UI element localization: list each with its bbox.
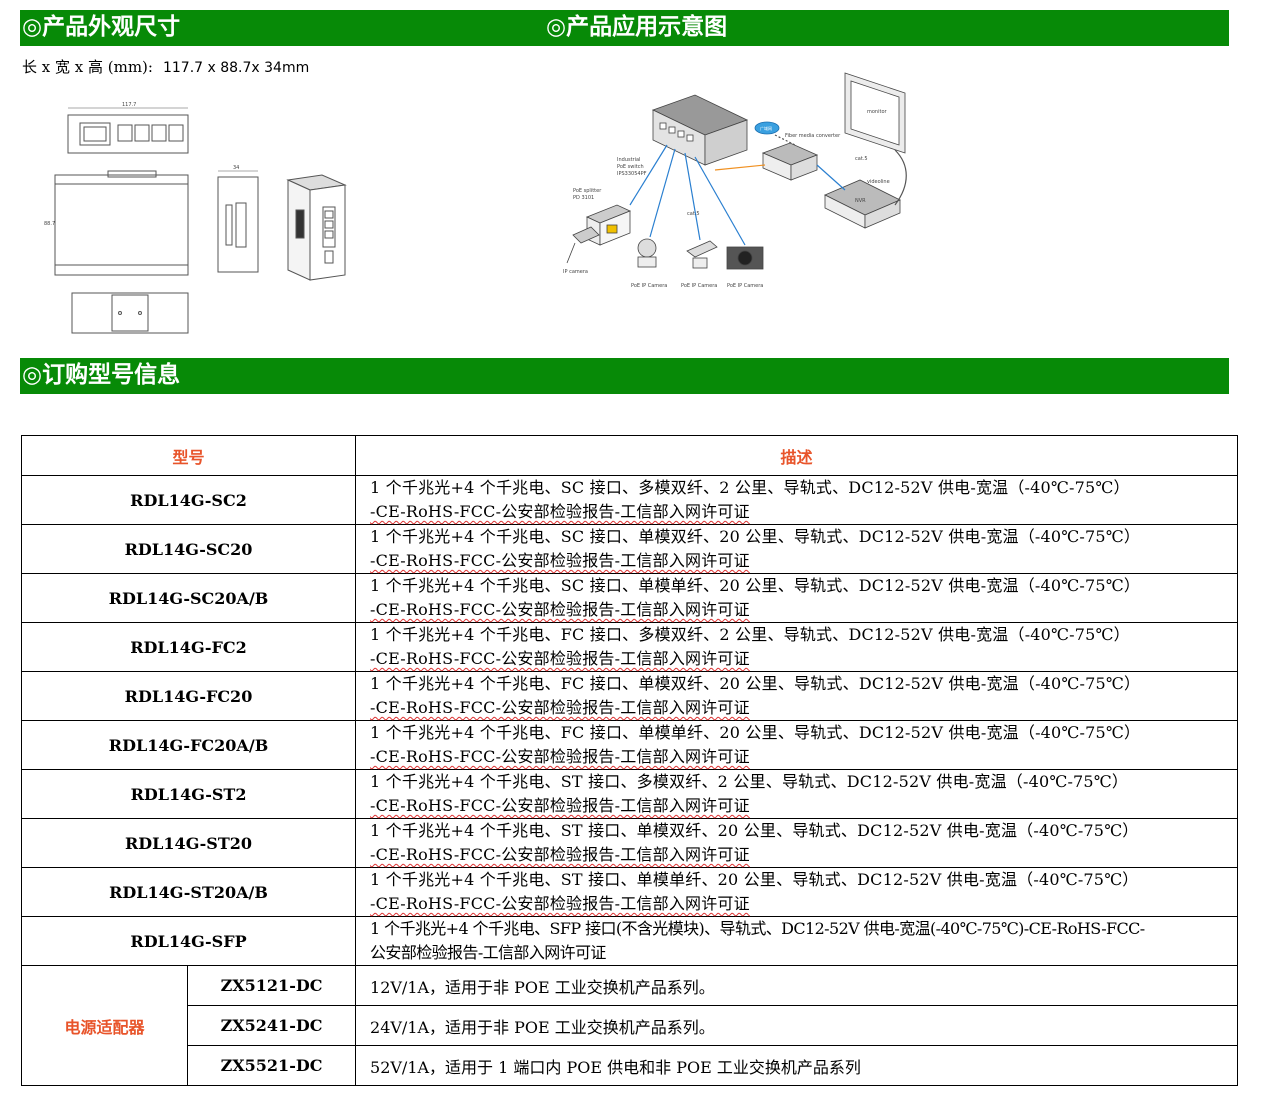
table-row: RDL14G-FC20 1 个千兆光+4 个千兆电、FC 接口、单模双纤、20 … [20,671,1239,721]
psu-model-cell: ZX5521-DC [186,1045,357,1086]
application-title: ◎产品应用示意图 [546,14,728,40]
diagram-switch-label-2: PoE switch [617,164,644,170]
desc-line-2: -CE-RoHS-FCC-公安部检验报告-工信部入网许可证 [370,649,750,668]
section-header-bar: ◎产品外观尺寸 ◎产品应用示意图 [20,10,1229,46]
desc-line-2: -CE-RoHS-FCC-公安部检验报告-工信部入网许可证 [370,796,750,815]
diagram-videoline-label: videoline [867,179,890,185]
desc-line-1: 1 个千兆光+4 个千兆电、FC 接口、多模双纤、2 公里、导轨式、DC12-5… [370,625,1130,644]
table-row: RDL14G-SC2 1 个千兆光+4 个千兆电、SC 接口、多模双纤、2 公里… [20,475,1239,525]
model-cell: RDL14G-SFP [20,916,357,966]
desc-line-1: 1 个千兆光+4 个千兆电、SC 接口、单模单纤、20 公里、导轨式、DC12-… [370,576,1141,595]
desc-cell: 1 个千兆光+4 个千兆电、ST 接口、单模单纤、20 公里、导轨式、DC12-… [355,867,1239,917]
desc-line-2: -CE-RoHS-FCC-公安部检验报告-工信部入网许可证 [370,502,750,521]
psu-label: 电源适配器 [21,965,188,1086]
appearance-title: ◎产品外观尺寸 [22,14,181,40]
table-row: RDL14G-SFP 1 个千兆光+4 个千兆电、SFP 接口(不含光模块)、导… [20,916,1239,966]
desc-line-2: -CE-RoHS-FCC-公安部检验报告-工信部入网许可证 [370,845,750,864]
diagram-cat5-label-right: cat.5 [855,156,868,162]
desc-cell: 1 个千兆光+4 个千兆电、FC 接口、单模单纤、20 公里、导轨式、DC12-… [355,720,1239,770]
model-cell: RDL14G-SC2 [20,475,357,525]
model-cell: RDL14G-SC20 [20,524,357,574]
desc-line-2: -CE-RoHS-FCC-公安部检验报告-工信部入网许可证 [370,698,750,717]
desc-cell: 1 个千兆光+4 个千兆电、SC 接口、单模双纤、20 公里、导轨式、DC12-… [355,524,1239,574]
order-title: ◎订购型号信息 [22,362,181,388]
table-row: RDL14G-ST20 1 个千兆光+4 个千兆电、ST 接口、单模双纤、20 … [20,818,1239,868]
application-diagram: Industrial PoE switch IPS33054PF PoE spl… [563,72,907,289]
order-table: 型号 描述 RDL14G-SC2 1 个千兆光+4 个千兆电、SC 接口、多模双… [20,435,1239,1086]
table-row: RDL14G-ST20A/B 1 个千兆光+4 个千兆电、ST 接口、单模单纤、… [20,867,1239,917]
desc-cell: 1 个千兆光+4 个千兆电、FC 接口、单模双纤、20 公里、导轨式、DC12-… [355,671,1239,721]
model-cell: RDL14G-ST20 [20,818,357,868]
desc-line-1: 1 个千兆光+4 个千兆电、SC 接口、单模双纤、20 公里、导轨式、DC12-… [370,527,1141,546]
desc-cell: 1 个千兆光+4 个千兆电、SC 接口、单模单纤、20 公里、导轨式、DC12-… [355,573,1239,623]
diagram-switch-label-1: Industrial [617,157,640,163]
order-section-bar: ◎订购型号信息 [20,358,1229,394]
model-cell: RDL14G-FC2 [20,622,357,672]
desc-line-2: -CE-RoHS-FCC-公安部检验报告-工信部入网许可证 [370,600,750,619]
diagram-nvr-label: NVR [855,198,866,204]
diagram-cam1-label: PoE IP Camera [631,283,667,289]
table-row: RDL14G-SC20A/B 1 个千兆光+4 个千兆电、SC 接口、单模单纤、… [20,573,1239,623]
diagram-cam3-label: PoE IP Camera [727,283,763,289]
table-row: RDL14G-FC2 1 个千兆光+4 个千兆电、FC 接口、多模双纤、2 公里… [20,622,1239,672]
desc-cell: 1 个千兆光+4 个千兆电、SFP 接口(不含光模块)、导轨式、DC12-52V… [355,916,1239,966]
diagram-splitter-label-2: PD 3101 [573,195,594,201]
desc-cell: 1 个千兆光+4 个千兆电、SC 接口、多模双纤、2 公里、导轨式、DC12-5… [355,475,1239,525]
psu-desc-cell: 12V/1A，适用于非 POE 工业交换机产品系列。 [355,965,1239,1006]
model-cell: RDL14G-FC20A/B [20,720,357,770]
diagram-switch-label-3: IPS33054PF [617,171,647,177]
table-row: 电源适配器 ZX5121-DC 12V/1A，适用于非 POE 工业交换机产品系… [21,965,1239,1086]
desc-line-1: 1 个千兆光+4 个千兆电、ST 接口、单模双纤、20 公里、导轨式、DC12-… [370,821,1139,840]
psu-model-cell: ZX5241-DC [186,1005,357,1046]
desc-line-1: 1 个千兆光+4 个千兆电、SC 接口、多模双纤、2 公里、导轨式、DC12-5… [370,478,1130,497]
diagram-cat5-label: cat.5 [687,211,700,217]
desc-line-1: 1 个千兆光+4 个千兆电、FC 接口、单模单纤、20 公里、导轨式、DC12-… [370,723,1141,742]
drawing-height-mark: 88.7 [44,221,55,227]
diagram-ipcamera-label: IP camera [563,269,588,275]
diagram-monitor-label: monitor [867,109,888,115]
desc-cell: 1 个千兆光+4 个千兆电、ST 接口、多模双纤、2 公里、导轨式、DC12-5… [355,769,1239,819]
table-row: ZX5241-DC 24V/1A，适用于非 POE 工业交换机产品系列。 [22,1005,1239,1046]
desc-line-1: 1 个千兆光+4 个千兆电、FC 接口、单模双纤、20 公里、导轨式、DC12-… [370,674,1141,693]
model-cell: RDL14G-ST2 [20,769,357,819]
dimension-line: 长 x 宽 x 高 (mm): 117.7 x 88.7x 34mm [22,56,309,77]
table-row: RDL14G-SC20 1 个千兆光+4 个千兆电、SC 接口、单模双纤、20 … [20,524,1239,574]
table-row: RDL14G-FC20A/B 1 个千兆光+4 个千兆电、FC 接口、单模单纤、… [20,720,1239,770]
diagram-cloud-label: 广域网 [760,125,772,131]
desc-cell: 1 个千兆光+4 个千兆电、ST 接口、单模双纤、20 公里、导轨式、DC12-… [355,818,1239,868]
model-cell: RDL14G-ST20A/B [20,867,357,917]
header-desc: 描述 [355,435,1239,476]
dimension-value: 117.7 x 88.7x 34mm [162,60,310,76]
diagram-cam2-label: PoE IP Camera [681,283,717,289]
desc-cell: 1 个千兆光+4 个千兆电、FC 接口、多模双纤、2 公里、导轨式、DC12-5… [355,622,1239,672]
drawing-side-mark: 34 [233,165,239,171]
header-model: 型号 [20,435,357,476]
model-cell: RDL14G-SC20A/B [20,573,357,623]
desc-line-1: 1 个千兆光+4 个千兆电、SFP 接口(不含光模块)、导轨式、DC12-52V… [370,919,1145,938]
psu-model-cell: ZX5121-DC [186,965,357,1006]
table-row: ZX5521-DC 52V/1A，适用于 1 端口内 POE 供电和非 POE … [22,1045,1239,1086]
psu-desc-cell: 52V/1A，适用于 1 端口内 POE 供电和非 POE 工业交换机产品系列 [355,1045,1239,1086]
table-header-row: 型号 描述 [20,435,1239,476]
desc-line-2: -CE-RoHS-FCC-公安部检验报告-工信部入网许可证 [370,894,750,913]
desc-line-1: 1 个千兆光+4 个千兆电、ST 接口、多模双纤、2 公里、导轨式、DC12-5… [370,772,1129,791]
drawing-width-mark: 117.7 [122,102,136,108]
desc-line-1: 1 个千兆光+4 个千兆电、ST 接口、单模单纤、20 公里、导轨式、DC12-… [370,870,1139,889]
dimension-label: 长 x 宽 x 高 (mm): [22,58,153,76]
desc-line-2: -CE-RoHS-FCC-公安部检验报告-工信部入网许可证 [370,551,750,570]
desc-line-2: -CE-RoHS-FCC-公安部检验报告-工信部入网许可证 [370,747,750,766]
diagram-splitter-label-1: PoE splitter [573,188,602,194]
desc-line-2: 公安部检验报告-工信部入网许可证 [370,943,606,962]
product-dimension-drawing: 117.7 88.7 34 [44,102,347,334]
model-cell: RDL14G-FC20 [20,671,357,721]
diagram-fiber-label: Fiber media converter [785,133,841,139]
psu-desc-cell: 24V/1A，适用于非 POE 工业交换机产品系列。 [355,1005,1239,1046]
table-row: RDL14G-ST2 1 个千兆光+4 个千兆电、ST 接口、多模双纤、2 公里… [20,769,1239,819]
